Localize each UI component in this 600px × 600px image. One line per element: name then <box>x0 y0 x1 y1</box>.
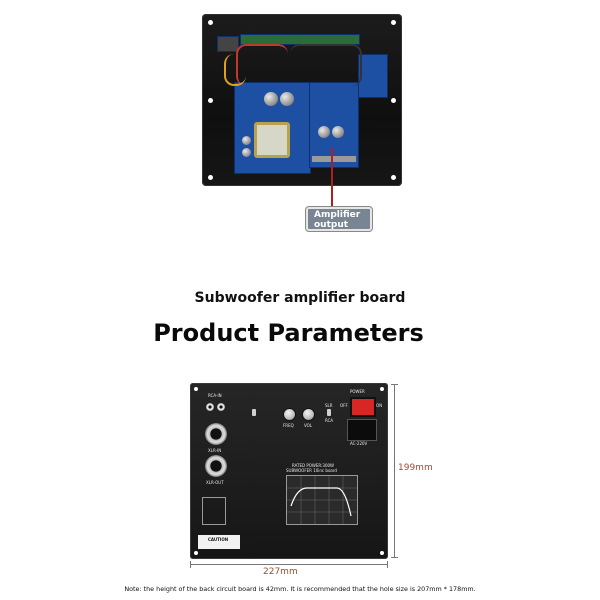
frequency-response-graph <box>286 475 358 525</box>
rca-input-left <box>206 403 214 411</box>
capacitor <box>318 126 330 138</box>
rated-model-text: SUBWOOFER 10inc board <box>286 468 337 473</box>
mount-hole <box>380 551 384 555</box>
back-panel-photo: RCA-IN XLR-IN XLR-OUT FREQ VOL SLR RCA P… <box>190 383 388 559</box>
caution-text: CAUTION <box>208 537 229 542</box>
wire <box>224 54 246 86</box>
width-dimension-line <box>190 564 388 565</box>
rated-power-text: RATED POWER:300W <box>292 463 335 468</box>
dimension-tick <box>391 384 398 385</box>
mount-hole <box>194 387 198 391</box>
amplifier-output-callout: Amplifier output <box>306 207 372 231</box>
callout-line-1: Amplifier <box>314 210 361 220</box>
power-switch <box>350 397 376 417</box>
vol-label: VOL <box>304 423 313 428</box>
mount-hole <box>391 98 396 103</box>
rca-input-right <box>217 403 225 411</box>
amplifier-board-photo <box>202 14 402 186</box>
page-title: Product Parameters <box>153 319 424 347</box>
fuse-holder <box>217 36 239 52</box>
compliance-marks <box>202 497 226 525</box>
mount-hole <box>194 551 198 555</box>
callout-line-2: output <box>314 220 349 230</box>
rca-in-label: RCA-IN <box>208 393 222 398</box>
mount-hole <box>380 387 384 391</box>
caution-label: CAUTION <box>198 535 240 549</box>
mount-hole <box>391 20 396 25</box>
ac-voltage-label: AC-220V <box>350 441 368 446</box>
mount-hole <box>391 175 396 180</box>
capacitor <box>280 92 294 106</box>
dimension-tick <box>387 561 388 568</box>
amplifier-pcb <box>309 82 359 168</box>
width-dimension-label: 227mm <box>263 567 298 577</box>
capacitor <box>242 148 251 157</box>
xlr-out-label: XLR-OUT <box>206 480 224 485</box>
rca-label: RCA <box>325 418 334 423</box>
capacitor <box>264 92 278 106</box>
transformer <box>254 122 290 158</box>
callout-line <box>331 148 333 210</box>
height-dimension-label: 199mm <box>398 463 433 473</box>
capacitor <box>332 126 344 138</box>
heatsink <box>312 156 356 162</box>
power-label: POWER <box>350 389 365 394</box>
dimension-tick <box>190 561 191 568</box>
wire <box>290 44 362 86</box>
toggle-switch <box>252 409 256 416</box>
installation-note: Note: the height of the back circuit boa… <box>124 585 476 593</box>
capacitor <box>242 136 251 145</box>
mount-hole <box>208 175 213 180</box>
wire <box>236 44 288 86</box>
vol-knob <box>303 409 314 420</box>
height-dimension-line <box>394 384 395 558</box>
on-label: ON <box>376 403 383 408</box>
subtitle: Subwoofer amplifier board <box>194 290 406 306</box>
mount-hole <box>208 20 213 25</box>
xlr-input-connector <box>205 423 227 445</box>
slr-label: SLR <box>325 403 333 408</box>
control-pcb <box>358 54 388 98</box>
xlr-in-label: XLR-IN <box>208 448 222 453</box>
off-label: OFF <box>340 403 348 408</box>
freq-label: FREQ <box>283 423 294 428</box>
dimension-tick <box>391 557 398 558</box>
input-select-switch <box>327 409 331 416</box>
freq-knob <box>284 409 295 420</box>
ac-power-socket <box>347 419 377 441</box>
mount-hole <box>208 98 213 103</box>
xlr-output-connector <box>205 455 227 477</box>
